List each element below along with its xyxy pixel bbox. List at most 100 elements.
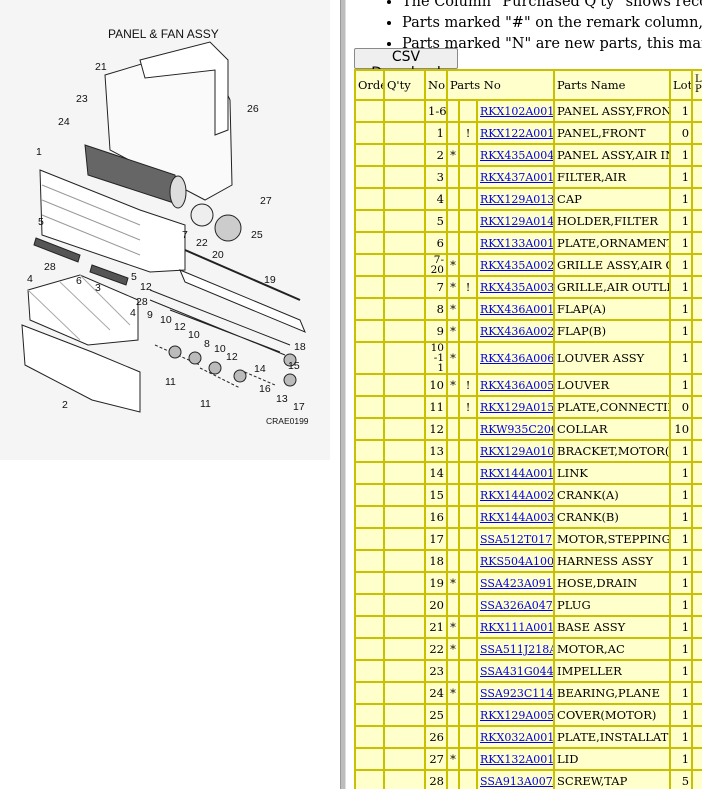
part-number-link[interactable]: SSA431G044A — [480, 665, 555, 678]
order-cell[interactable] — [354, 505, 385, 529]
order-cell[interactable] — [354, 769, 385, 789]
qty-cell[interactable] — [383, 725, 426, 749]
part-number-link[interactable]: RKX436A002 — [480, 325, 555, 338]
part-number-link[interactable]: RKS504A100G — [480, 555, 554, 568]
qty-cell[interactable] — [383, 615, 426, 639]
qty-cell[interactable] — [383, 373, 426, 397]
qty-cell[interactable] — [383, 681, 426, 705]
order-cell[interactable] — [354, 231, 385, 255]
part-number-cell: RKX032A001 — [475, 725, 556, 749]
order-cell[interactable] — [354, 615, 385, 639]
part-number-link[interactable]: RKX129A013 — [480, 193, 555, 206]
qty-cell[interactable] — [383, 703, 426, 727]
order-cell[interactable] — [354, 373, 385, 397]
csv-download-button[interactable]: CSV Download — [354, 48, 458, 81]
order-cell[interactable] — [354, 253, 385, 277]
order-cell[interactable] — [354, 165, 385, 189]
order-cell[interactable] — [354, 121, 385, 145]
part-number-link[interactable]: RKX436A001 — [480, 303, 555, 316]
qty-cell[interactable] — [383, 187, 426, 211]
qty-cell[interactable] — [383, 99, 426, 123]
order-cell[interactable] — [354, 637, 385, 661]
order-cell[interactable] — [354, 341, 385, 375]
order-cell[interactable] — [354, 275, 385, 299]
part-number-link[interactable]: RKX129A005 — [480, 709, 555, 722]
frame-divider[interactable] — [340, 0, 346, 789]
part-number-link[interactable]: RKX436A005 — [480, 379, 555, 392]
part-number-link[interactable]: RKX435A004B — [480, 149, 555, 162]
qty-cell[interactable] — [383, 253, 426, 277]
part-number-link[interactable]: RKX129A014 — [480, 215, 555, 228]
part-number-link[interactable]: RKX132A001A — [480, 753, 555, 766]
lot-cell: 1 — [669, 747, 694, 771]
order-cell[interactable] — [354, 395, 385, 419]
qty-cell[interactable] — [383, 121, 426, 145]
part-number-link[interactable]: SSA512T017 — [480, 533, 553, 546]
part-number-link[interactable]: RKX111A001 — [480, 621, 555, 634]
qty-cell[interactable] — [383, 505, 426, 529]
qty-cell[interactable] — [383, 593, 426, 617]
order-cell[interactable] — [354, 209, 385, 233]
part-number-cell: RKX436A006 — [475, 341, 556, 375]
qty-cell[interactable] — [383, 417, 426, 441]
qty-cell[interactable] — [383, 395, 426, 419]
part-number-link[interactable]: RKW935C200 — [480, 423, 555, 436]
qty-cell[interactable] — [383, 439, 426, 463]
part-number-link[interactable]: SSA923C114 — [480, 687, 554, 700]
order-cell[interactable] — [354, 703, 385, 727]
qty-cell[interactable] — [383, 637, 426, 661]
order-cell[interactable] — [354, 725, 385, 749]
li-cell — [691, 165, 702, 189]
part-number-link[interactable]: RKX032A001 — [480, 731, 555, 744]
qty-cell[interactable] — [383, 275, 426, 299]
part-number-link[interactable]: SSA326A047 — [480, 599, 553, 612]
order-cell[interactable] — [354, 187, 385, 211]
qty-cell[interactable] — [383, 143, 426, 167]
part-number-link[interactable]: RKX144A001 — [480, 467, 555, 480]
order-cell[interactable] — [354, 439, 385, 463]
qty-cell[interactable] — [383, 747, 426, 771]
order-cell[interactable] — [354, 747, 385, 771]
qty-cell[interactable] — [383, 165, 426, 189]
lot-cell: 1 — [669, 341, 694, 375]
order-cell[interactable] — [354, 143, 385, 167]
order-cell[interactable] — [354, 417, 385, 441]
order-cell[interactable] — [354, 527, 385, 551]
part-number-link[interactable]: RKX437A001 — [480, 171, 555, 184]
qty-cell[interactable] — [383, 659, 426, 683]
qty-cell[interactable] — [383, 527, 426, 551]
qty-cell[interactable] — [383, 549, 426, 573]
qty-cell[interactable] — [383, 209, 426, 233]
part-number-link[interactable]: SSA423A091 — [480, 577, 553, 590]
order-cell[interactable] — [354, 297, 385, 321]
order-cell[interactable] — [354, 593, 385, 617]
qty-cell[interactable] — [383, 231, 426, 255]
qty-cell[interactable] — [383, 769, 426, 789]
order-cell[interactable] — [354, 571, 385, 595]
part-number-link[interactable]: RKX144A003 — [480, 511, 555, 524]
qty-cell[interactable] — [383, 461, 426, 485]
part-number-link[interactable]: RKX133A001 — [480, 237, 555, 250]
part-number-link[interactable]: RKX129A015 — [480, 401, 555, 414]
qty-cell[interactable] — [383, 319, 426, 343]
part-number-link[interactable]: RKX144A002 — [480, 489, 555, 502]
order-cell[interactable] — [354, 659, 385, 683]
order-cell[interactable] — [354, 681, 385, 705]
order-cell[interactable] — [354, 319, 385, 343]
part-number-link[interactable]: RKX102A001G — [480, 105, 555, 118]
qty-cell[interactable] — [383, 483, 426, 507]
qty-cell[interactable] — [383, 571, 426, 595]
part-number-link[interactable]: SSA913A007A — [480, 775, 555, 788]
order-cell[interactable] — [354, 549, 385, 573]
part-number-link[interactable]: RKX122A001D — [480, 127, 555, 140]
part-number-link[interactable]: RKX436A006 — [480, 352, 555, 365]
order-cell[interactable] — [354, 461, 385, 485]
qty-cell[interactable] — [383, 297, 426, 321]
part-number-link[interactable]: RKX435A003 — [480, 281, 555, 294]
part-number-link[interactable]: RKX129A010 — [480, 445, 555, 458]
part-number-link[interactable]: SSA511J218A — [480, 643, 555, 656]
order-cell[interactable] — [354, 483, 385, 507]
qty-cell[interactable] — [383, 341, 426, 375]
order-cell[interactable] — [354, 99, 385, 123]
part-number-link[interactable]: RKX435A002A — [480, 259, 555, 272]
